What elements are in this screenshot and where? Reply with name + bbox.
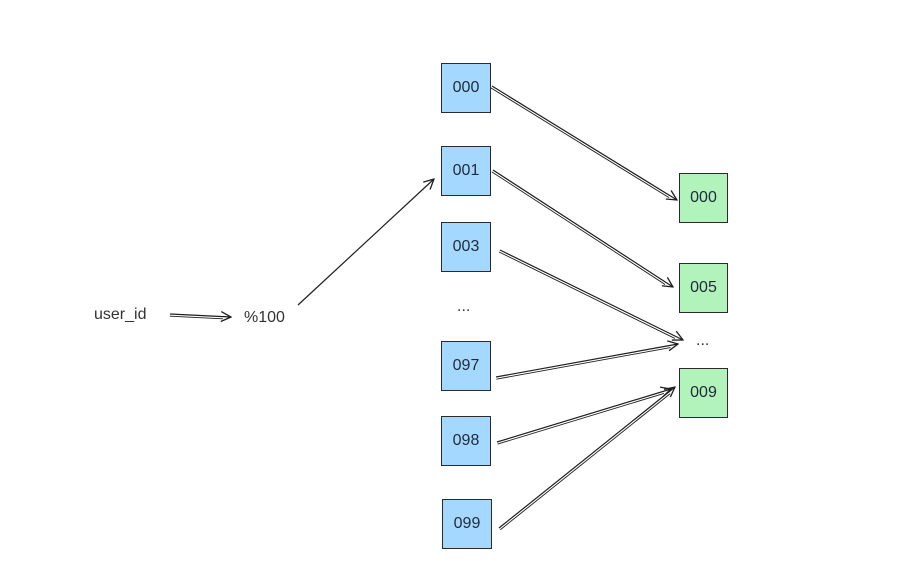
- source-ellipsis: ...: [457, 298, 471, 315]
- dest-ellipsis: ...: [696, 332, 710, 349]
- source-box-000: 000: [441, 63, 491, 113]
- edge-source-097-to-dest-ellipsis: [495, 344, 678, 380]
- source-box-001: 001: [441, 146, 491, 196]
- edges-layer: [169, 85, 683, 531]
- edge-source-001-to-dest-005: [491, 169, 673, 287]
- edge-source-098-to-dest-009: [496, 389, 671, 445]
- operation-label: %100: [244, 309, 285, 326]
- source-box-098: 098: [441, 416, 491, 466]
- edge-source-099-to-dest-009: [498, 387, 675, 531]
- source-box-099: 099: [442, 499, 492, 549]
- input-label: user_id: [94, 306, 147, 323]
- edge-source-000-to-dest-000: [490, 85, 677, 200]
- edge-source-003-to-dest-ellipsis: [498, 249, 683, 340]
- arrow-operation-to-source-001: [297, 179, 434, 306]
- source-box-097: 097: [441, 341, 491, 391]
- source-box-003: 003: [441, 222, 491, 272]
- dest-box-009: 009: [679, 368, 728, 418]
- arrow-input-to-operation: [169, 314, 231, 319]
- dest-box-005: 005: [679, 263, 728, 313]
- dest-box-000: 000: [679, 173, 728, 223]
